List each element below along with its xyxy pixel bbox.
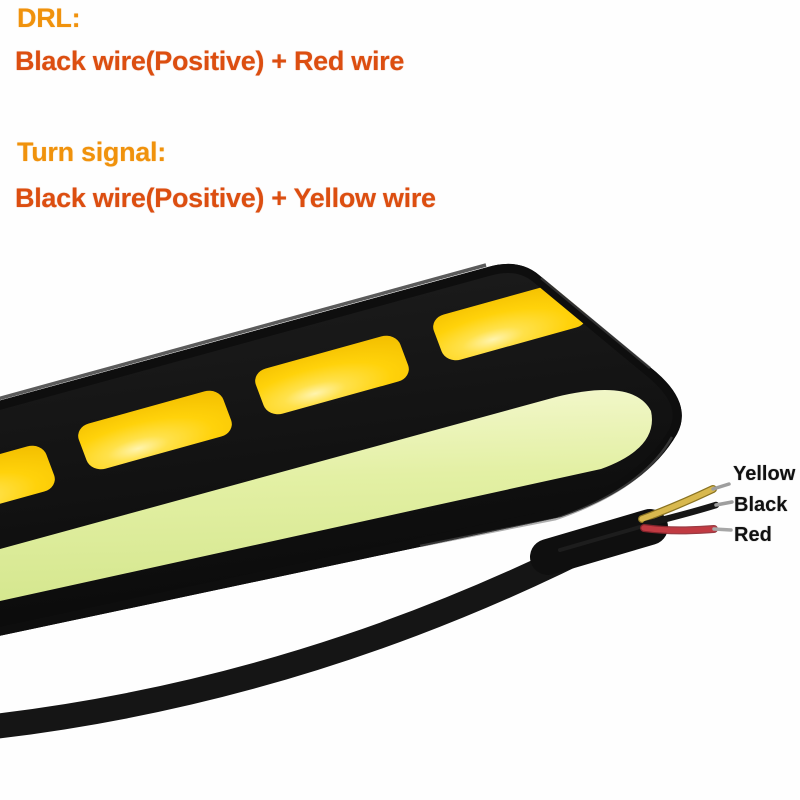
cable-sleeve-sheen <box>558 525 642 552</box>
yellow-wire <box>639 486 716 522</box>
turn-signal-heading: Turn signal: <box>17 137 166 167</box>
led-window-3 <box>255 335 409 415</box>
red-wire-label: Red <box>734 524 772 546</box>
black-wire-label: Black <box>734 494 788 516</box>
led-bar <box>0 263 682 640</box>
bar-top-highlight <box>0 263 487 401</box>
turn-signal-wiring-line: Black wire(Positive) + Yellow wire <box>15 183 436 213</box>
drl-wiring-line: Black wire(Positive) + Red wire <box>15 46 405 76</box>
bar-bottom-highlight <box>419 436 674 548</box>
red-wire <box>641 525 717 534</box>
led-window-1 <box>0 445 55 525</box>
black-wire-tip <box>714 500 734 507</box>
power-cable <box>0 482 734 739</box>
drl-heading: DRL: <box>17 3 81 33</box>
cable-sleeve <box>530 509 668 575</box>
yellow-wire-label: Yellow <box>733 463 796 485</box>
led-window-2 <box>78 390 232 470</box>
led-windows <box>0 281 587 525</box>
led-window-4 <box>433 281 587 361</box>
yellow-wire-tip <box>711 482 731 491</box>
bar-right-highlight <box>540 277 651 369</box>
red-wire-tip <box>712 527 733 532</box>
cable-jacket <box>0 524 621 739</box>
cob-strip <box>0 390 652 601</box>
black-wire <box>642 501 720 528</box>
